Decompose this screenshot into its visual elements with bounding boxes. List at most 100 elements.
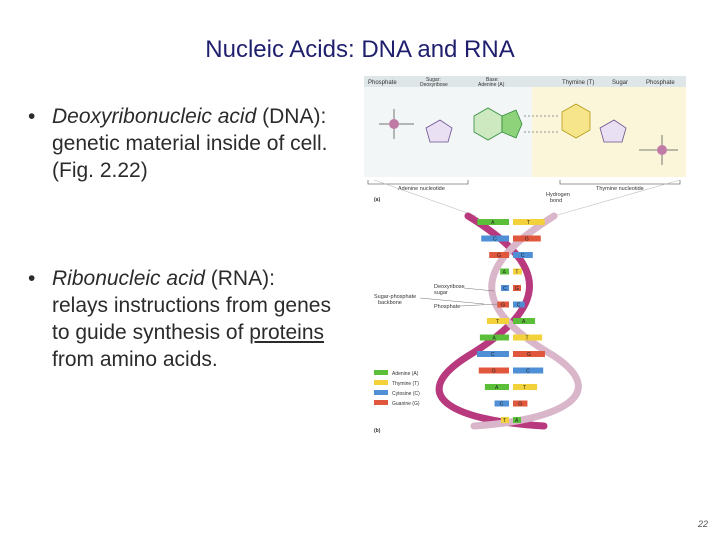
bullet-line: to guide synthesis of proteins (52, 319, 373, 346)
base-letter: G (497, 253, 501, 259)
thymine-ring (561, 103, 591, 139)
legend-guanine: Guanine (G) (392, 401, 420, 407)
term-rna: Ribonucleic acid (52, 267, 205, 290)
bullet-marker: • (28, 105, 36, 128)
thymine-base (486, 318, 509, 324)
base-letter: A (522, 319, 526, 325)
col-sugar-right-label: Sugar (612, 80, 628, 86)
thymine-base (513, 334, 543, 341)
base-letter: A (503, 270, 507, 276)
base-letter: G (518, 402, 522, 408)
base-letter: T (503, 418, 506, 424)
bullet-line: (Fig. 2.22) (52, 159, 148, 182)
legend: Adenine (A) Thymine (T) Cytosine (C) Gua… (374, 370, 420, 407)
cytosine-base (477, 351, 509, 357)
deoxyribose-ring-left (425, 119, 453, 143)
thymine-base (513, 384, 538, 390)
panel-b-label: (b) (374, 428, 381, 434)
col-sugar-label: Sugar: (426, 77, 441, 83)
dna-figure: Phosphate Sugar: Deoxyribose Base: Adeni… (364, 76, 686, 436)
guanine-base (513, 400, 528, 407)
legend-swatch-guanine (374, 400, 388, 405)
bullet-rna: • Ribonucleic acid (RNA): relays instruc… (28, 265, 373, 373)
bullet-line: from amino acids. (52, 348, 218, 371)
sugar-phosphate-label: Sugar-phosphate (374, 294, 416, 300)
legend-cytosine: Cytosine (C) (392, 391, 420, 397)
legend-adenine: Adenine (A) (392, 371, 419, 377)
thymine-base (501, 417, 509, 423)
adenine-base (513, 417, 521, 423)
legend-swatch-cytosine (374, 390, 388, 395)
phosphate-label: Phosphate (434, 304, 460, 310)
guanine-base (513, 285, 521, 291)
bullet-dna: • Deoxyribonucleic acid (DNA): genetic m… (28, 103, 373, 184)
cytosine-base (513, 301, 525, 308)
thymine-nucleotide-label: Thymine nucleotide (596, 186, 644, 192)
sugar-phosphate-label-2: backbone (378, 300, 402, 306)
base-letter: G (515, 286, 519, 292)
adenine-base (477, 219, 509, 225)
hydrogen-bond-label-2: bond (550, 198, 562, 204)
base-letter: T (523, 385, 526, 391)
bullet-line: genetic material inside of cell. (52, 132, 328, 155)
adenine-nucleotide-label: Adenine nucleotide (398, 186, 445, 192)
base-letter: T (527, 220, 530, 226)
base-letter: G (501, 303, 505, 309)
cytosine-base (481, 235, 509, 242)
thymine-base (513, 268, 522, 275)
base-letter: G (525, 237, 529, 243)
cytosine-base (501, 285, 509, 291)
col-base-label: Base: (486, 77, 499, 83)
hydrogen-bond-label: Hydrogen (546, 192, 570, 198)
guanine-base (478, 367, 509, 374)
adenine-base (479, 334, 509, 341)
deoxyribose-ring-right (599, 119, 627, 143)
base-letter: G (527, 352, 531, 358)
base-letter: C (493, 237, 497, 243)
base-letter: A (491, 220, 495, 226)
adenine-ring-2 (501, 109, 523, 139)
base-letter: C (500, 402, 504, 408)
term-abbrev: (RNA): (204, 267, 275, 290)
adenine-base (513, 318, 536, 324)
phosphate-group-left (389, 119, 399, 129)
backbone-strand-1 (435, 212, 548, 430)
base-letter: T (526, 336, 529, 342)
bullet-text: to guide synthesis of (52, 321, 250, 344)
legend-swatch-adenine (374, 370, 388, 375)
term-dna: Deoxyribonucleic acid (52, 105, 257, 128)
col-sugar-label-2: Deoxyribose (420, 82, 448, 88)
bullet-marker: • (28, 267, 36, 290)
proteins-link[interactable]: proteins (249, 321, 325, 344)
bullet-line: Ribonucleic acid (RNA): (52, 265, 373, 292)
base-letter: C (503, 286, 507, 292)
panel-a-label: (a) (374, 197, 380, 203)
base-letter: T (515, 270, 518, 276)
phosphate-group-right (657, 145, 667, 155)
guanine-base (513, 351, 545, 357)
base-letter: C (526, 369, 530, 375)
base-letter: A (515, 418, 519, 424)
col-phosphate-right-label: Phosphate (646, 80, 675, 86)
slide-title: Nucleic Acids: DNA and RNA (205, 36, 515, 63)
cytosine-base (513, 367, 544, 374)
guanine-base (489, 252, 509, 258)
base-letter: C (521, 253, 525, 259)
deoxyribose-sugar-label-2: sugar (434, 290, 448, 296)
base-letter: A (495, 385, 499, 391)
adenine-base (500, 268, 509, 275)
legend-swatch-thymine (374, 380, 388, 385)
bullet-line: Deoxyribonucleic acid (DNA): (52, 103, 373, 130)
col-phosphate-label: Phosphate (368, 80, 397, 86)
header-band (364, 76, 686, 87)
page-number: 22 (697, 519, 708, 529)
cytosine-base (513, 252, 533, 258)
guanine-base (497, 301, 509, 308)
base-letter: T (496, 319, 499, 325)
col-thymine-label: Thymine (T) (562, 80, 594, 86)
term-abbrev: (DNA): (256, 105, 327, 128)
bullet-line: relays instructions from genes (52, 294, 331, 317)
panel-a: Phosphate Sugar: Deoxyribose Base: Adeni… (364, 76, 686, 217)
deoxyribose-sugar-label: Deoxyribose (434, 284, 465, 290)
